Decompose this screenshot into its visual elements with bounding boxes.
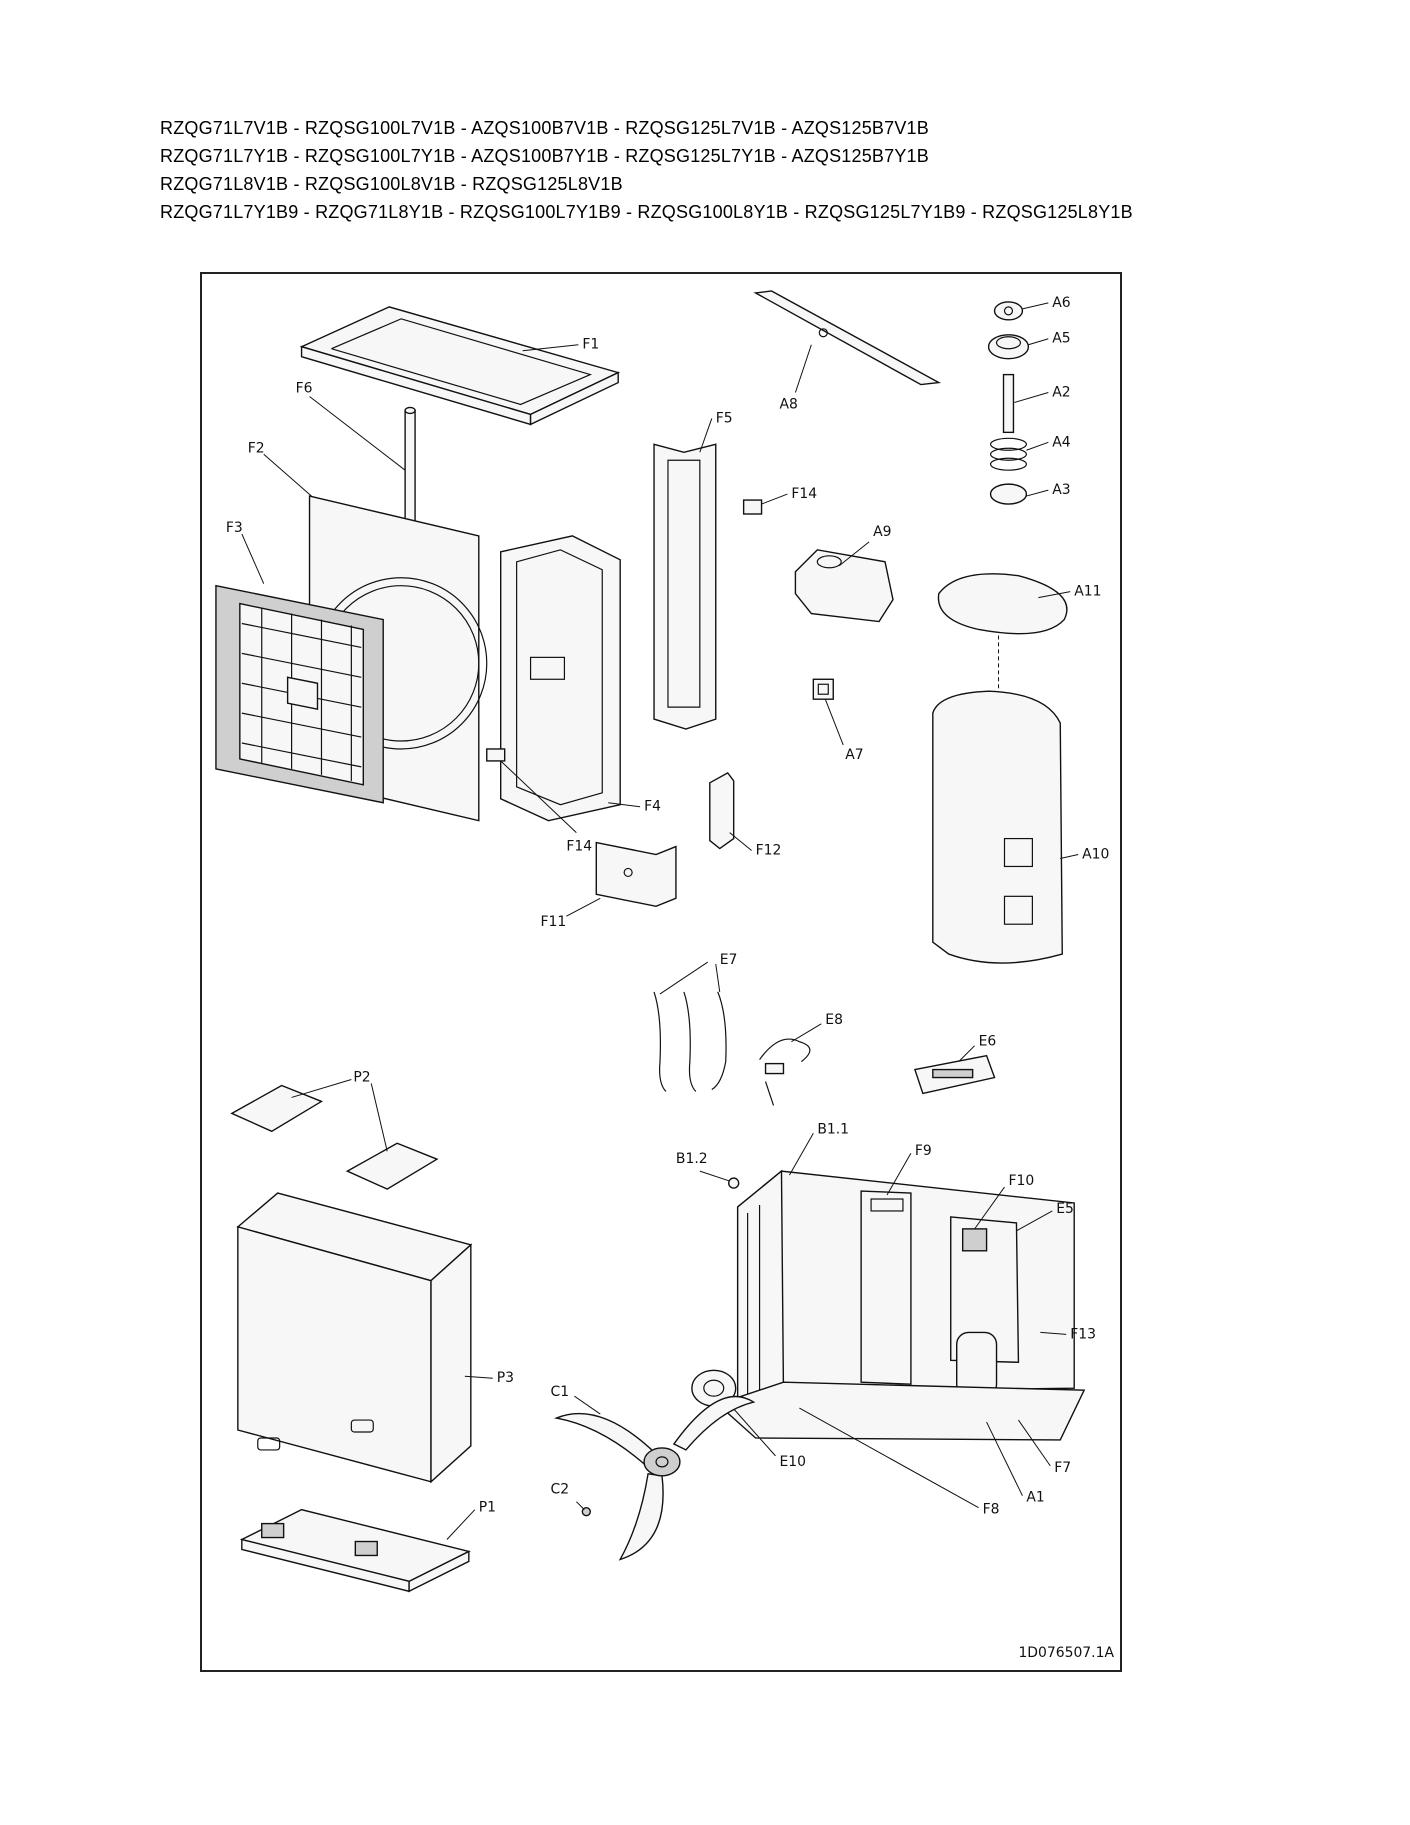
callout-f14-lower: F14 [566, 839, 592, 855]
washer-part [987, 334, 1030, 360]
spring-part [989, 437, 1028, 471]
model-list-line-4: RZQG71L7Y1B9 - RZQG71L8Y1B - RZQSG100L7Y… [160, 202, 1133, 222]
callout-e10: E10 [779, 1454, 806, 1470]
callout-f2: F2 [248, 440, 265, 456]
exploded-view-drawing: F1 F6 F2 F3 [215, 290, 1114, 1661]
callout-e7: E7 [720, 952, 738, 968]
callout-f7: F7 [1054, 1460, 1071, 1476]
callout-f13: F13 [1070, 1326, 1096, 1342]
callout-b1-2: B1.2 [676, 1151, 708, 1167]
side-plate-part [653, 443, 717, 730]
fan-grille-part [215, 584, 384, 804]
callout-f14-upper: F14 [791, 486, 817, 502]
skid-part [239, 1508, 471, 1593]
rubber-mount-part [989, 483, 1028, 505]
bolt-part [1002, 373, 1015, 434]
propeller-fan-part [553, 1395, 756, 1561]
callout-e5: E5 [1056, 1201, 1074, 1217]
nut-part [993, 301, 1024, 321]
service-panel-part [500, 535, 621, 822]
model-list-line-2: RZQG71L7Y1B - RZQSG100L7Y1B - AZQS100B7Y… [160, 146, 929, 166]
callout-a9: A9 [873, 524, 891, 540]
carton-part [236, 1192, 473, 1484]
callout-p3: P3 [497, 1370, 514, 1386]
terminal-strip-part [913, 1054, 996, 1095]
sound-insulation-jacket-part [932, 690, 1063, 964]
callout-a3: A3 [1052, 482, 1070, 498]
callout-f8: F8 [983, 1502, 1000, 1518]
base-plate-part [716, 1381, 1086, 1441]
callout-f11: F11 [541, 914, 567, 930]
callout-f12: F12 [756, 843, 782, 859]
callout-a6: A6 [1052, 295, 1070, 311]
top-plate-part [299, 306, 621, 426]
callout-f9: F9 [915, 1143, 932, 1159]
callout-f5: F5 [716, 410, 733, 426]
partition-plate-part [860, 1190, 912, 1385]
callout-a7: A7 [845, 747, 863, 763]
switch-box-part [950, 1216, 1020, 1364]
drawing-id: 1D076507.1A [1018, 1645, 1114, 1661]
callout-e6: E6 [979, 1034, 997, 1050]
bracket-part-f12 [709, 771, 735, 850]
callout-f4: F4 [644, 799, 661, 815]
callout-f1: F1 [582, 337, 599, 353]
callout-f10: F10 [1008, 1173, 1034, 1189]
callout-f3: F3 [226, 520, 243, 536]
handle-part-lower [486, 748, 506, 762]
terminal-cover-part [794, 549, 894, 623]
clips-part [653, 991, 727, 1092]
bracket-part-f11 [595, 841, 677, 908]
handle-part-upper [742, 499, 763, 515]
model-list-line-1: RZQG71L7V1B - RZQSG100L7V1B - AZQS100B7V… [160, 118, 929, 138]
callout-p1: P1 [479, 1500, 496, 1516]
callout-a5: A5 [1052, 331, 1070, 347]
callout-a4: A4 [1052, 434, 1071, 450]
packing-corner-right-part [345, 1142, 439, 1190]
callout-a1: A1 [1026, 1490, 1044, 1506]
callout-a11: A11 [1074, 584, 1101, 600]
callout-f6: F6 [296, 381, 313, 397]
callout-c2: C2 [550, 1482, 569, 1498]
callout-p2: P2 [353, 1070, 370, 1086]
callout-b1-1: B1.1 [817, 1121, 849, 1137]
callout-a8: A8 [779, 396, 797, 412]
model-list-line-3: RZQG71L8V1B - RZQSG100L8V1B - RZQSG125L8… [160, 174, 623, 194]
packing-corner-left-part [230, 1084, 324, 1133]
bracket-strip-part [753, 290, 942, 386]
callout-e8: E8 [825, 1012, 843, 1028]
clamp-part [759, 1038, 811, 1106]
callout-c1: C1 [550, 1384, 569, 1400]
callout-a10: A10 [1082, 846, 1109, 862]
model-list-header: RZQG71L7V1B - RZQSG100L7V1B - AZQS100B7V… [160, 114, 1360, 226]
terminal-block-part [812, 678, 834, 700]
exploded-parts-diagram: F1 F6 F2 F3 [200, 272, 1122, 1672]
sound-insulation-lid-part [937, 573, 1068, 635]
callout-a2: A2 [1052, 385, 1070, 401]
